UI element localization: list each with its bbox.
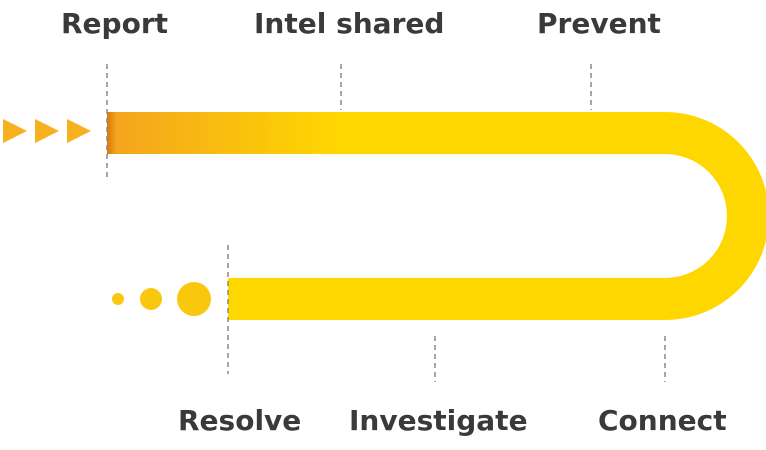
stage-label-investigate: Investigate [349, 404, 528, 437]
track-start-gradient [107, 112, 342, 154]
stage-label-report: Report [61, 7, 169, 40]
dot-icon [140, 288, 162, 310]
stage-label-intel-shared: Intel shared [254, 7, 445, 40]
arrow-icon [3, 119, 27, 143]
arrow-icon [35, 119, 59, 143]
dot-icon [177, 282, 211, 316]
stage-label-prevent: Prevent [537, 7, 661, 40]
stage-label-connect: Connect [598, 404, 727, 437]
arrow-icon [67, 119, 91, 143]
dot-icon [112, 293, 124, 305]
stage-label-resolve: Resolve [178, 404, 302, 437]
